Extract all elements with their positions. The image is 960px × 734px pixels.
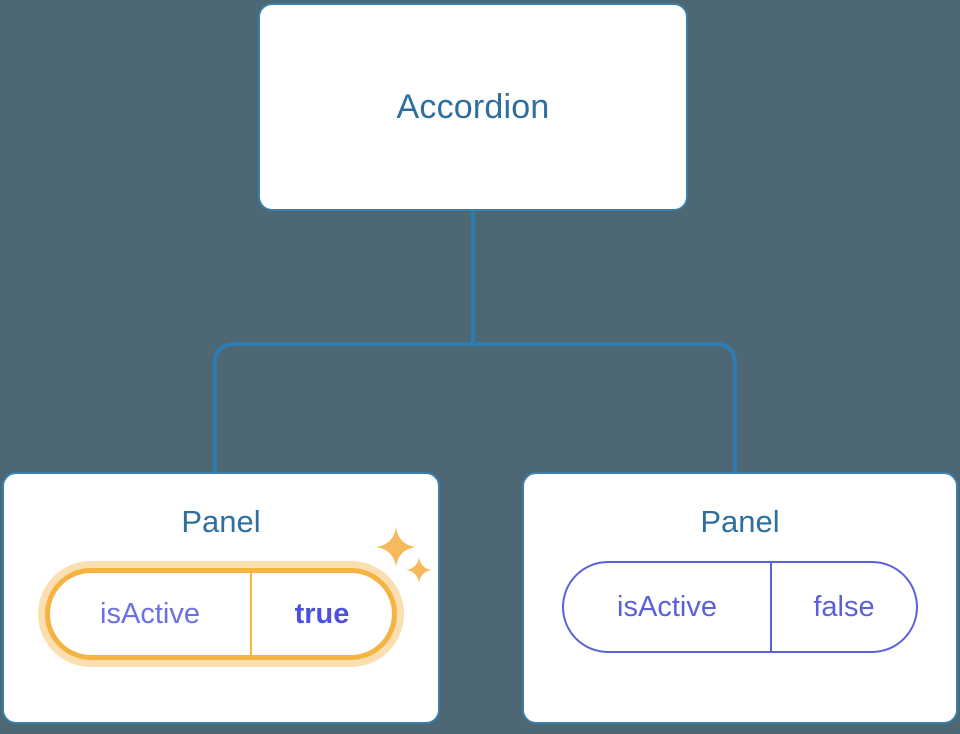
prop-pill-plain-wrapper: isActive false	[562, 561, 918, 653]
connector-branch-bar	[213, 342, 737, 472]
prop-value-true: true	[294, 597, 350, 630]
tree-node-panel-active[interactable]: Panel isActive true	[2, 472, 440, 724]
prop-pill-isactive-true[interactable]: isActive true	[45, 568, 397, 660]
node-title-accordion: Accordion	[396, 88, 550, 126]
sparkle-small-icon	[406, 557, 432, 583]
prop-key-isactive: isActive	[50, 573, 252, 655]
node-title-panel-active: Panel	[181, 504, 261, 539]
sparkle-large-icon	[376, 527, 416, 567]
prop-pill-isactive-false[interactable]: isActive false	[562, 561, 918, 653]
prop-pill-highlight-wrapper: isActive true	[38, 527, 432, 667]
tree-node-accordion[interactable]: Accordion	[258, 3, 688, 211]
tree-node-panel-inactive[interactable]: Panel isActive false	[522, 472, 958, 724]
prop-value-false: false	[813, 590, 875, 623]
prop-key-isactive: isActive	[564, 563, 772, 651]
node-title-panel-inactive: Panel	[700, 504, 780, 539]
